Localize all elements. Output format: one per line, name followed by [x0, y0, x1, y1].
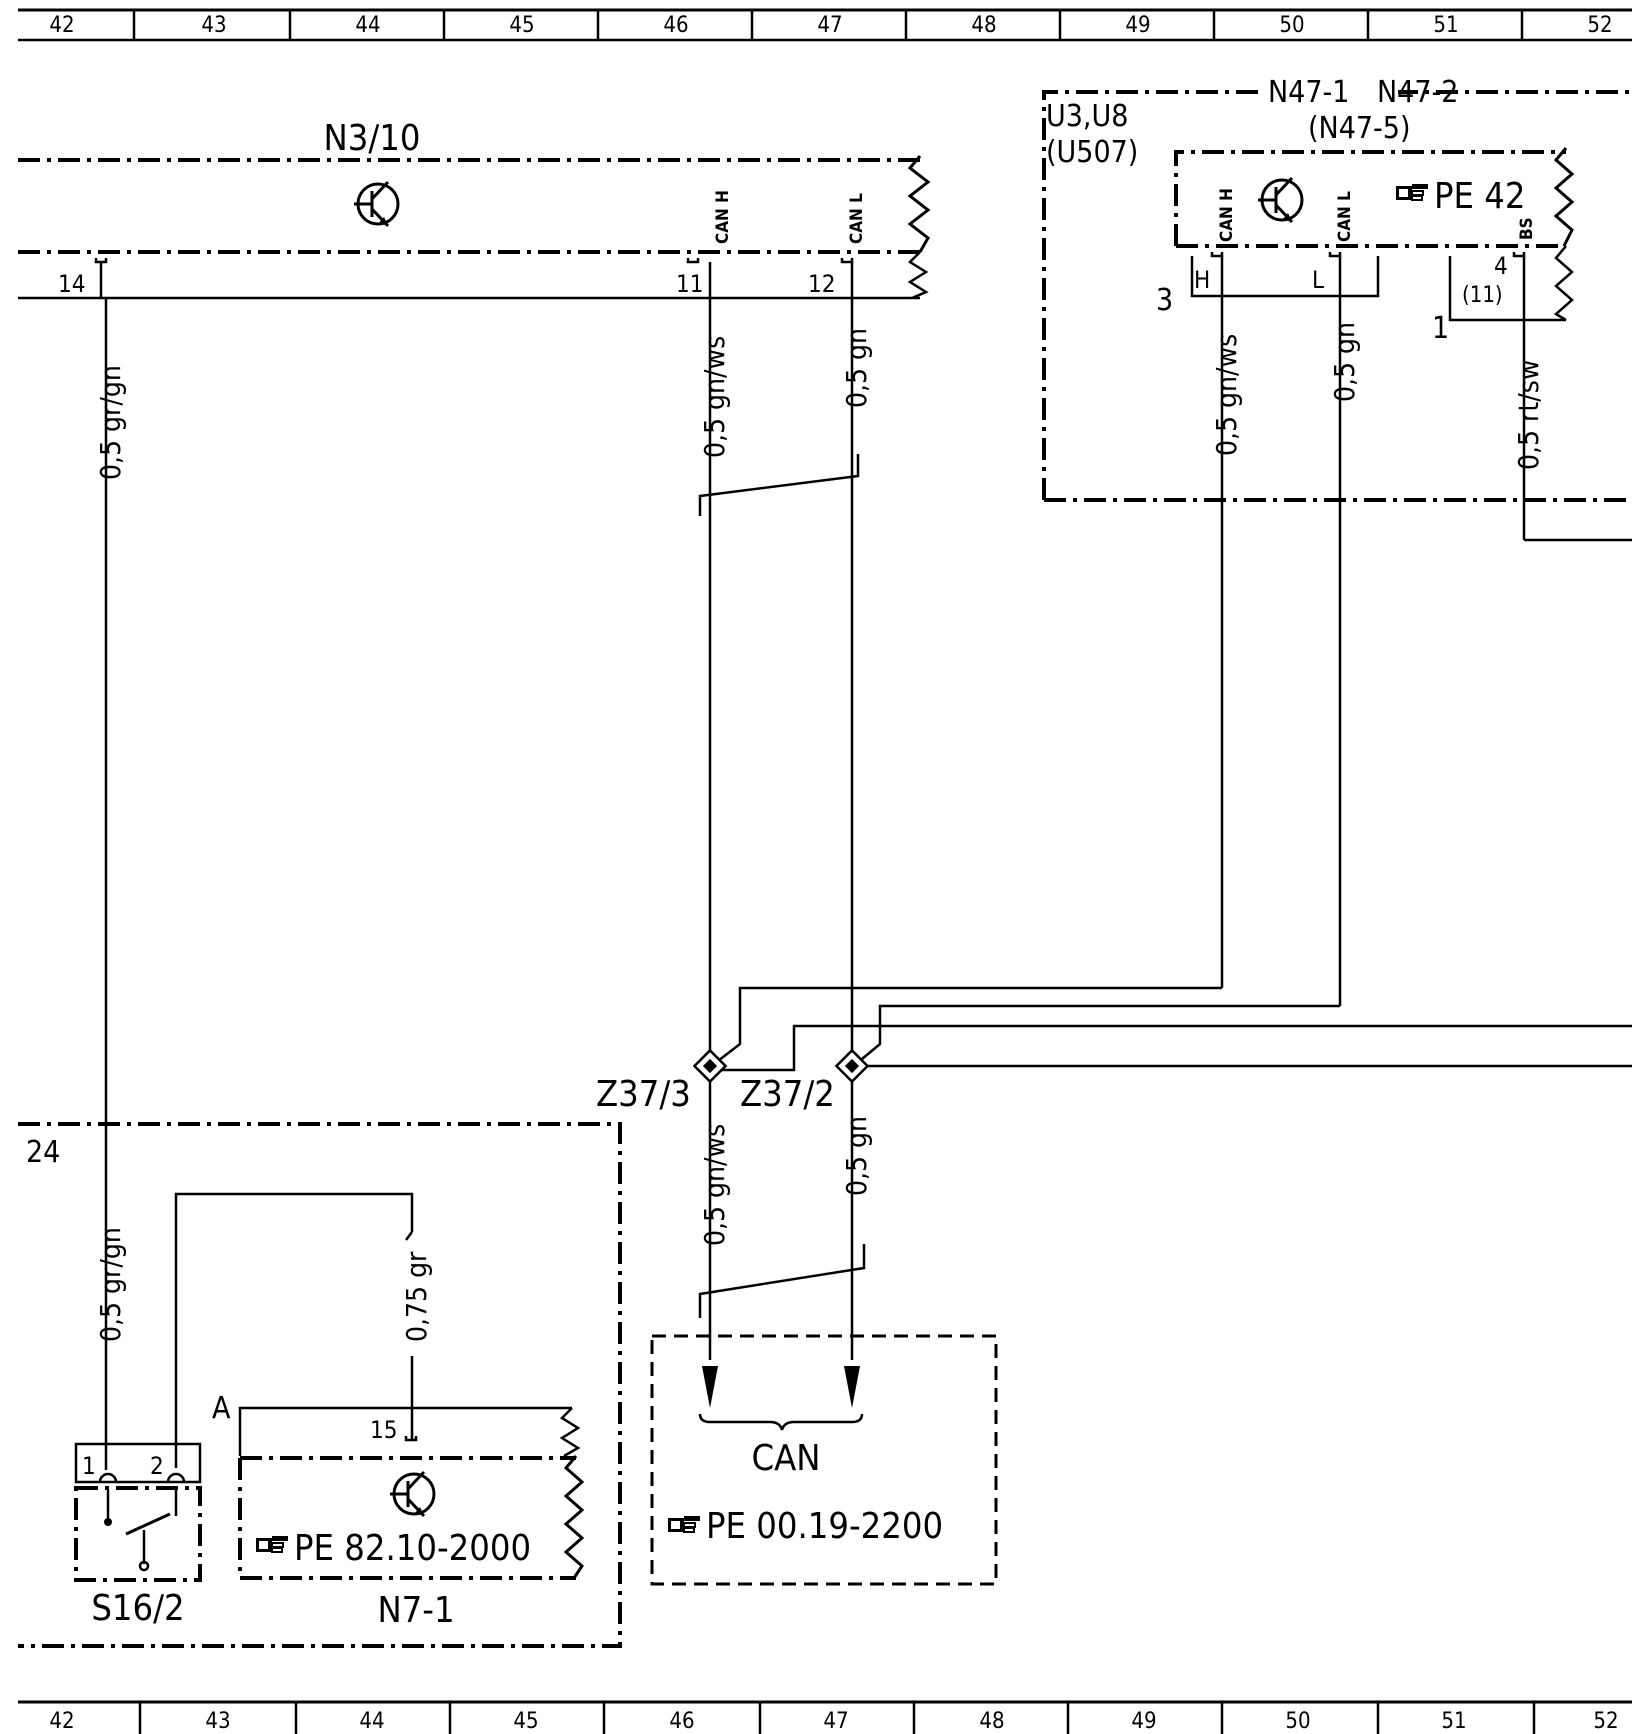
- grid-top-45: 45: [509, 13, 534, 38]
- n47-unit: N47-1 N47-2 (N47-5) U3,U8 (U507) PE 42 C…: [1042, 75, 1632, 1006]
- n7-1-label: N7-1: [377, 1590, 454, 1631]
- transistor-icon: [1256, 176, 1304, 224]
- wire-label-gr-gn-1: 0,5 gr/gn: [94, 365, 127, 480]
- grid-bottom-51: 51: [1441, 1709, 1466, 1734]
- n3-10-unit: N3/10 14 11 12 CAN H CAN L: [18, 118, 931, 300]
- grid-bottom-52: 52: [1593, 1709, 1618, 1734]
- grid-top-47: 47: [817, 13, 842, 38]
- wire-label-gr-gn-2: 0,5 gr/gn: [94, 1227, 127, 1342]
- n47-can-h-signal: CAN H: [1217, 188, 1237, 242]
- pin-3: 3: [1156, 283, 1173, 318]
- n47-2-label: N47-2: [1377, 75, 1458, 110]
- u3-u8-label: U3,U8: [1046, 99, 1128, 134]
- switch-pin-1: 1: [82, 1452, 96, 1480]
- pe-42-label: PE 42: [1434, 176, 1525, 217]
- grid-top-49: 49: [1125, 13, 1150, 38]
- n47-5-label: (N47-5): [1308, 111, 1411, 146]
- lower-left-assembly: 24 1 2 S16/2 A 15 PE 82.10-2: [18, 1122, 622, 1648]
- hand-pointer-icon: [667, 1515, 701, 1533]
- can-bus-box: CAN PE 00.19-2200: [650, 1334, 998, 1586]
- top-grid-strip: 42 43 44 45 46 47 48 49 50 51 52: [18, 8, 1632, 42]
- fragment-24-label: 24: [26, 1135, 60, 1170]
- grid-bottom-49: 49: [1131, 1709, 1156, 1734]
- wire-label-gn-3: 0,5 gn: [840, 1116, 873, 1196]
- grid-bottom-48: 48: [979, 1709, 1004, 1734]
- z37-2-label: Z37/2: [740, 1074, 835, 1115]
- wire-labels: 0,5 gr/gn 0,5 gn/ws 0,5 gn 0,5 gn/ws 0,5…: [94, 322, 1545, 1342]
- switch-pin-2: 2: [150, 1452, 164, 1480]
- can-label: CAN: [752, 1438, 821, 1479]
- wire-label-075-gr: 0,75 gr: [400, 1251, 433, 1342]
- n47-1-label: N47-1: [1268, 75, 1349, 110]
- grid-top-44: 44: [355, 13, 380, 38]
- grid-top-46: 46: [663, 13, 688, 38]
- pin-11-bracket: (11): [1462, 283, 1503, 308]
- wire-label-gn-ws-2: 0,5 gn/ws: [1210, 334, 1243, 456]
- hand-pointer-icon: [1395, 183, 1429, 201]
- pin-12: 12: [808, 270, 835, 298]
- grid-top-43: 43: [201, 13, 226, 38]
- n3-can-h-signal: CAN H: [713, 190, 733, 244]
- pin-15: 15: [370, 1416, 397, 1444]
- grid-bottom-44: 44: [359, 1709, 384, 1734]
- transistor-icon: [388, 1470, 436, 1518]
- splice-connector-icon: [835, 1049, 869, 1083]
- switch-icon: [104, 1490, 178, 1572]
- hand-pointer-icon: [255, 1535, 289, 1553]
- grid-bottom-42: 42: [49, 1709, 74, 1734]
- pe-00-label: PE 00.19-2200: [706, 1506, 943, 1547]
- wire-label-gn-ws-3: 0,5 gn/ws: [698, 1124, 731, 1246]
- wire-label-gn-2: 0,5 gn: [1328, 322, 1361, 402]
- splice-connector-icon: [693, 1049, 727, 1083]
- pin-l: L: [1312, 266, 1324, 294]
- u507-label: (U507): [1046, 135, 1138, 170]
- s16-2-label: S16/2: [91, 1588, 184, 1629]
- wire-label-rt-sw: 0,5 rt/sw: [1512, 360, 1545, 470]
- n47-can-l-signal: CAN L: [1335, 191, 1355, 242]
- arrow-down-icon: [844, 1366, 860, 1408]
- pin-4: 4: [1494, 252, 1508, 280]
- grid-top-50: 50: [1279, 13, 1304, 38]
- pin-h: H: [1194, 266, 1210, 294]
- grid-bottom-47: 47: [823, 1709, 848, 1734]
- grid-top-51: 51: [1433, 13, 1458, 38]
- wire-harness: Z37/3 Z37/2: [104, 298, 1632, 1470]
- grid-bottom-50: 50: [1285, 1709, 1310, 1734]
- z37-3-label: Z37/3: [596, 1074, 691, 1115]
- arrow-down-icon: [702, 1366, 718, 1408]
- pe-82-label: PE 82.10-2000: [294, 1528, 531, 1569]
- grid-bottom-45: 45: [513, 1709, 538, 1734]
- pin-11: 11: [676, 270, 703, 298]
- pin-a: A: [212, 1391, 231, 1426]
- pin-14: 14: [58, 270, 85, 298]
- grid-bottom-43: 43: [205, 1709, 230, 1734]
- n3-10-label: N3/10: [324, 118, 421, 159]
- n3-can-l-signal: CAN L: [847, 193, 867, 244]
- wire-label-gn-ws-1: 0,5 gn/ws: [698, 336, 731, 458]
- n47-bs-signal: BS: [1517, 217, 1537, 240]
- transistor-icon: [352, 180, 400, 228]
- bottom-grid-strip: 42 43 44 45 46 47 48 49 50 51 52: [18, 1700, 1632, 1734]
- pin-1: 1: [1432, 311, 1449, 346]
- grid-top-42: 42: [49, 13, 74, 38]
- grid-top-52: 52: [1587, 13, 1612, 38]
- wire-label-gn-1: 0,5 gn: [840, 328, 873, 408]
- grid-top-48: 48: [971, 13, 996, 38]
- grid-bottom-46: 46: [669, 1709, 694, 1734]
